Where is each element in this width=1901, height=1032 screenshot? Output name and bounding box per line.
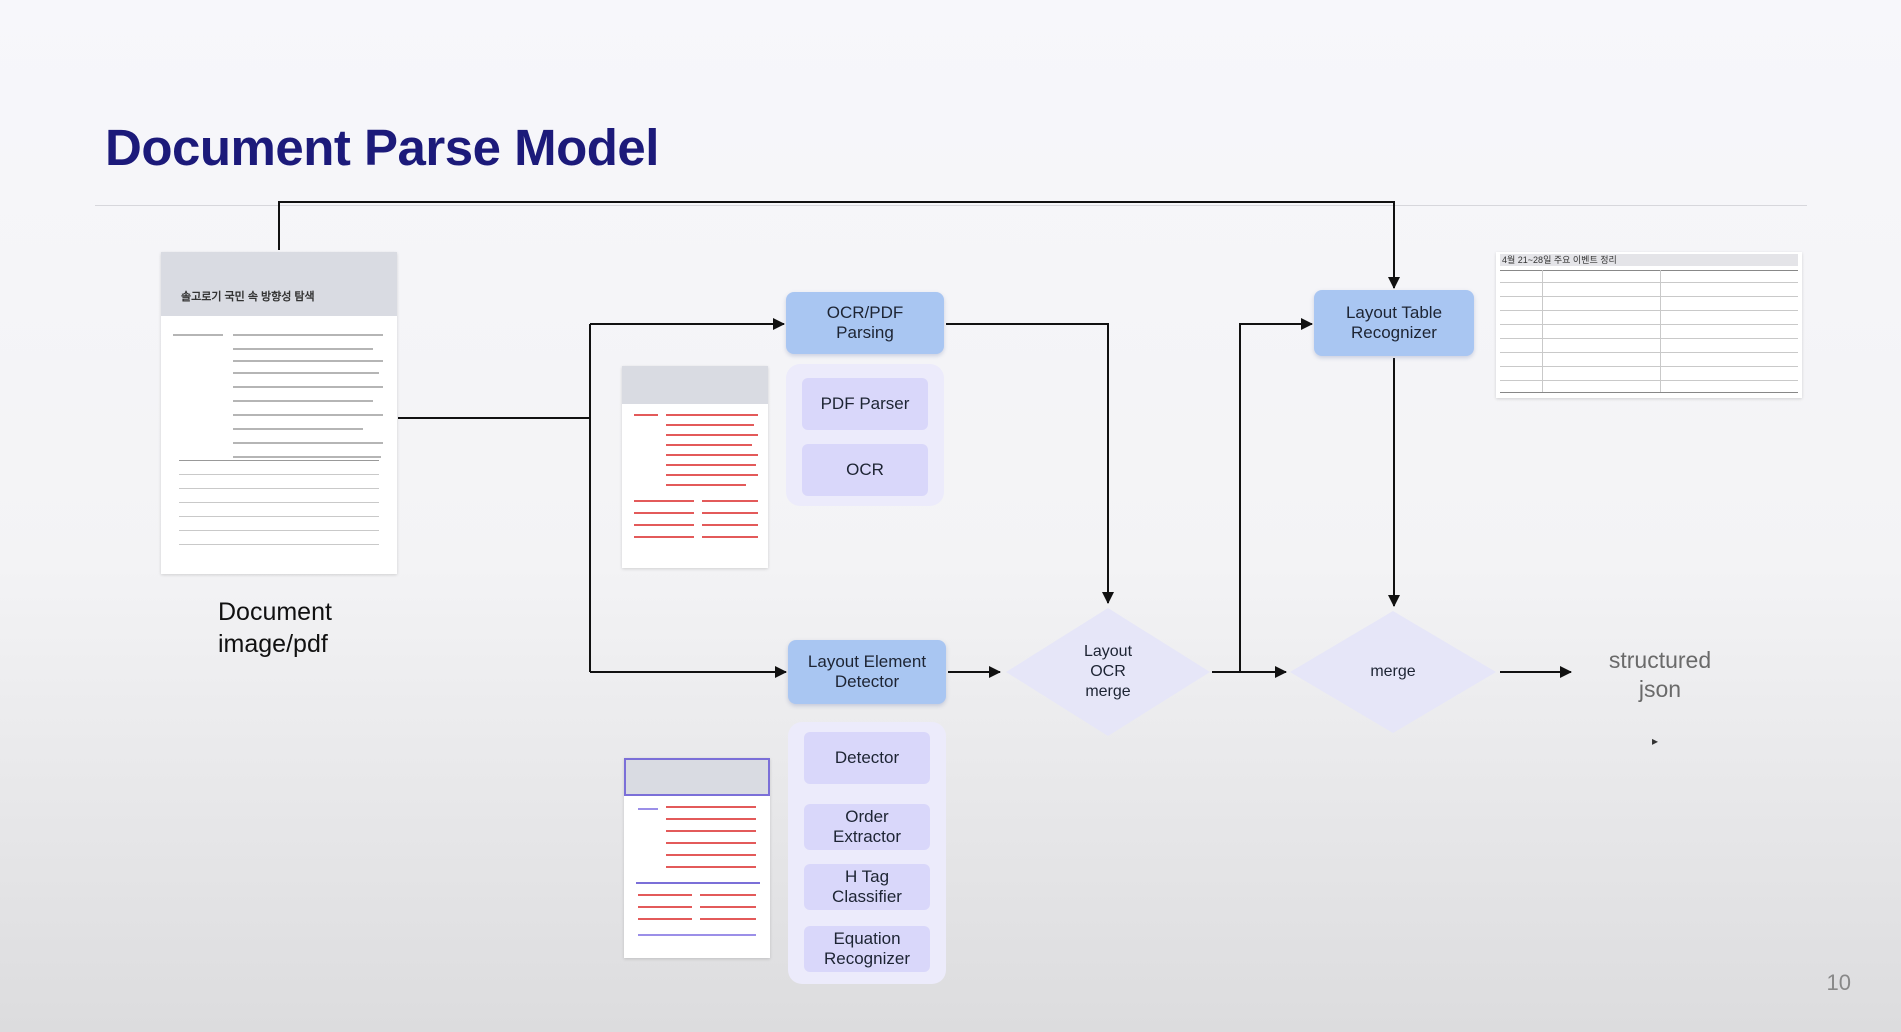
ocr-pdf-parsing-group: PDF Parser OCR: [786, 364, 944, 506]
table-rule: [179, 502, 379, 503]
ocr-result-thumbnail: [622, 366, 768, 568]
table-rule: [179, 516, 379, 517]
text-line: [233, 348, 373, 350]
table-rule: [1500, 352, 1798, 353]
output-label: structured json: [1608, 647, 1712, 702]
table-header-band: [1500, 254, 1798, 266]
thumbnail-header: [161, 252, 397, 316]
ocr-line: [666, 454, 758, 456]
arrow-to-layout-table-recognizer: [1239, 318, 1313, 672]
order-extractor-node: Order Extractor: [804, 804, 930, 850]
ocr-line: [666, 424, 754, 426]
arrow-ocr-to-layout-ocr-merge: [946, 323, 1114, 604]
ocr-node: OCR: [802, 444, 928, 496]
ocr-line: [666, 474, 758, 476]
ocr-line: [702, 500, 758, 502]
ocr-line: [702, 536, 758, 538]
ocr-line: [666, 484, 746, 486]
ocr-line: [666, 464, 756, 466]
ocr-line: [702, 512, 758, 514]
ocr-line: [634, 500, 694, 502]
ocr-line: [634, 524, 694, 526]
text-line: [233, 456, 381, 458]
equation-recognizer-node: Equation Recognizer: [804, 926, 930, 972]
layout-box: [638, 918, 692, 920]
table-rule: [1500, 296, 1798, 297]
text-line: [233, 400, 373, 402]
ocr-line: [666, 414, 758, 416]
layout-table-recognizer-node: Layout Table Recognizer: [1314, 290, 1474, 356]
text-line: [233, 372, 379, 374]
text-line: [233, 428, 363, 430]
table-rule: [1500, 338, 1798, 339]
ocr-line: [702, 524, 758, 526]
table-rule: [179, 530, 379, 531]
table-rule: [179, 474, 379, 475]
layout-box: [638, 934, 756, 936]
table-rule: [179, 488, 379, 489]
ocr-line: [666, 434, 758, 436]
layout-box: [638, 894, 692, 896]
h-tag-classifier-node: H Tag Classifier: [804, 864, 930, 910]
pdf-parser-node: PDF Parser: [802, 378, 928, 430]
layout-box: [638, 808, 658, 810]
layout-box: [638, 906, 692, 908]
layout-box: [700, 918, 756, 920]
table-thumbnail-title: 4월 21~28일 주요 이벤트 정리: [1502, 255, 1617, 265]
layout-box: [700, 906, 756, 908]
layout-box: [666, 842, 756, 844]
text-line: [233, 386, 383, 388]
thumbnail-header: [624, 758, 770, 796]
layout-box: [666, 830, 756, 832]
text-line: [233, 442, 383, 444]
ocr-line: [634, 512, 694, 514]
table-rule: [1500, 270, 1798, 271]
input-caption: Document image/pdf: [218, 598, 332, 658]
ocr-line: [634, 414, 658, 416]
table-rule: [1500, 392, 1798, 393]
thumbnail-header: [622, 366, 768, 404]
mouse-cursor-icon: ▸: [1652, 734, 1659, 748]
layout-element-detector-group: Detector Order Extractor H Tag Classifie…: [788, 722, 946, 984]
title-divider: [95, 205, 1807, 206]
page-title: Document Parse Model: [105, 119, 659, 176]
ocr-pdf-parsing-node: OCR/PDF Parsing: [786, 292, 944, 354]
table-rule: [1500, 324, 1798, 325]
text-line: [233, 334, 383, 336]
merge-label: merge: [1370, 663, 1416, 680]
layout-box: [666, 866, 756, 868]
layout-box: [636, 882, 760, 884]
layout-box: [700, 894, 756, 896]
layout-box: [666, 806, 756, 808]
table-rule: [179, 460, 379, 461]
text-line: [233, 414, 383, 416]
page-number: 10: [1826, 970, 1851, 995]
table-rule: [1500, 366, 1798, 367]
table-rule: [1500, 282, 1798, 283]
ocr-line: [666, 444, 752, 446]
text-line: [233, 360, 383, 362]
table-column-rule: [1542, 270, 1543, 392]
merge-diamond: [1290, 611, 1496, 733]
arrow-document-to-table-recognizer: [278, 201, 1400, 289]
table-rule: [179, 544, 379, 545]
input-document-thumbnail: 솔고로기 국민 속 방향성 탐색: [161, 252, 397, 574]
layout-ocr-merge-diamond: [1006, 608, 1210, 736]
layout-detection-thumbnail: [624, 758, 770, 958]
text-line: [173, 334, 223, 336]
table-column-rule: [1660, 270, 1661, 392]
detector-node: Detector: [804, 732, 930, 784]
table-result-thumbnail: 4월 21~28일 주요 이벤트 정리: [1496, 252, 1802, 398]
ocr-line: [634, 536, 694, 538]
thumbnail-title: 솔고로기 국민 속 방향성 탐색: [181, 291, 315, 303]
table-rule: [1500, 380, 1798, 381]
table-rule: [1500, 310, 1798, 311]
layout-element-detector-node: Layout Element Detector: [788, 640, 946, 704]
layout-box: [666, 854, 756, 856]
layout-box: [666, 818, 756, 820]
layout-ocr-merge-label: Layout OCR merge: [1083, 643, 1133, 700]
